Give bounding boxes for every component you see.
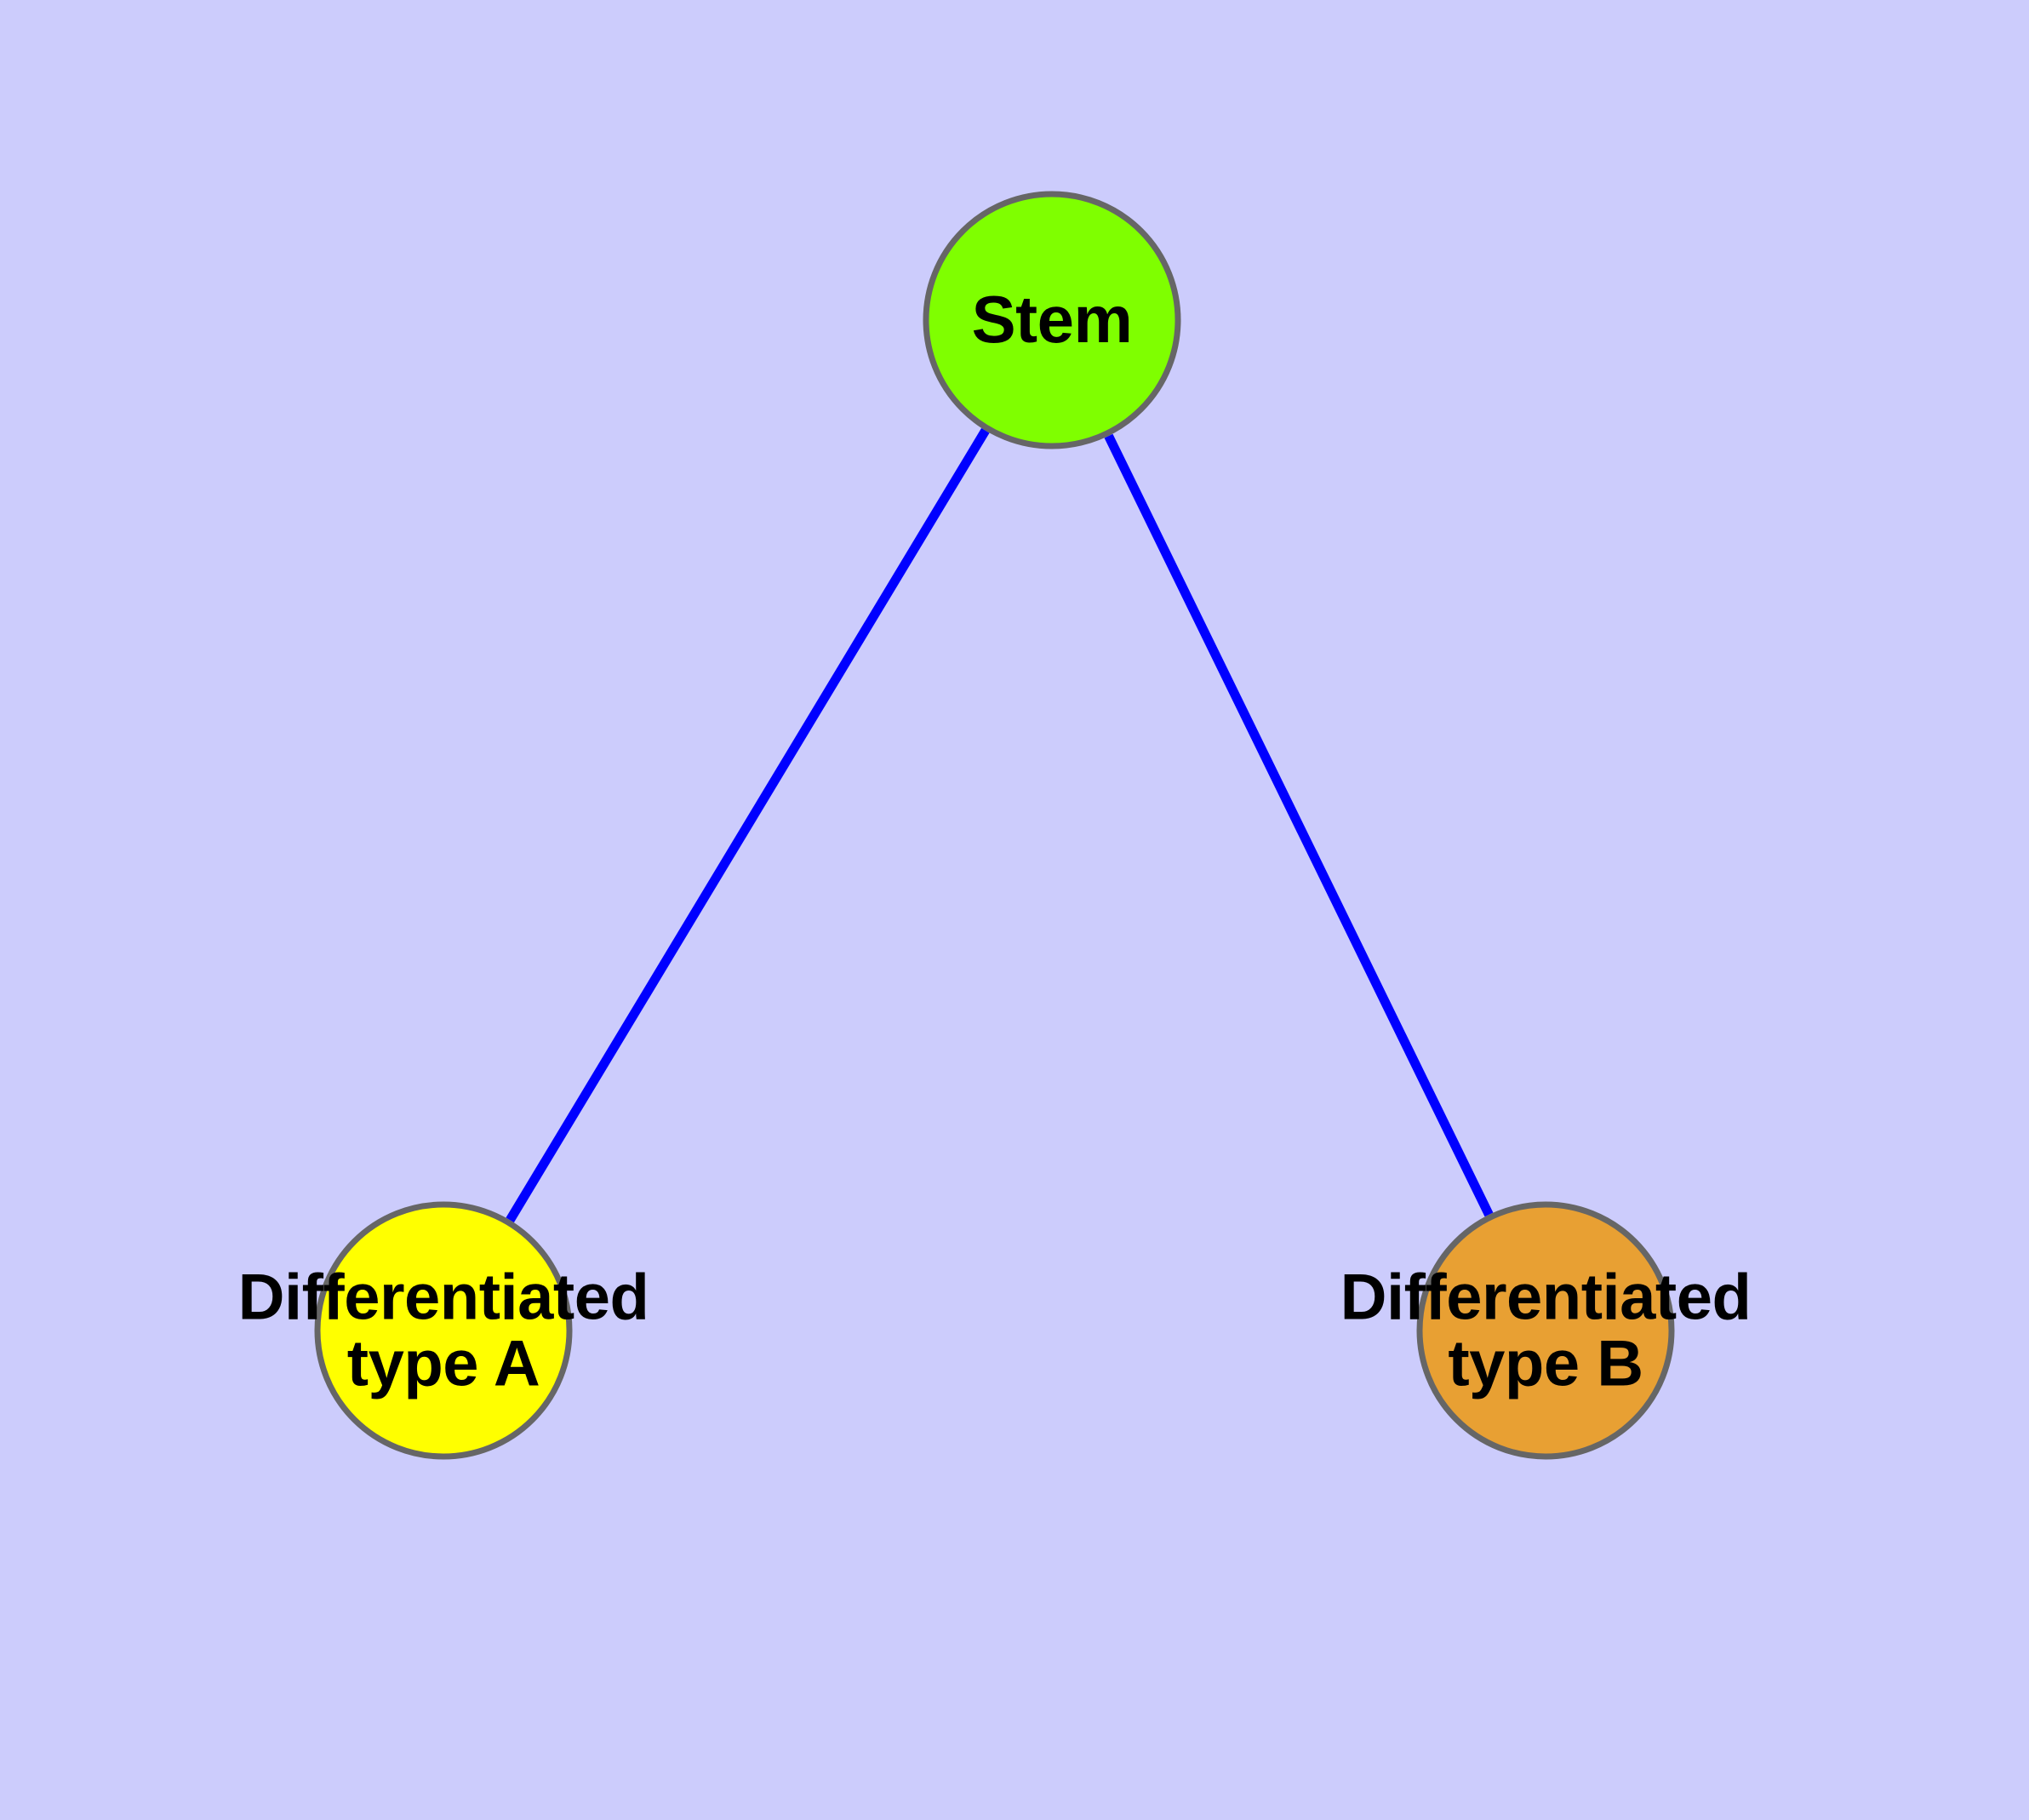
edge-layer bbox=[506, 427, 1494, 1223]
node-layer bbox=[314, 191, 1675, 1460]
node-differentiated-type-a[interactable] bbox=[314, 1201, 573, 1460]
node-differentiated-type-b[interactable] bbox=[1416, 1201, 1675, 1460]
edge-stem-diff-b[interactable] bbox=[1104, 433, 1494, 1217]
edge-stem-diff-a[interactable] bbox=[506, 427, 990, 1223]
node-stem[interactable] bbox=[923, 191, 1181, 449]
